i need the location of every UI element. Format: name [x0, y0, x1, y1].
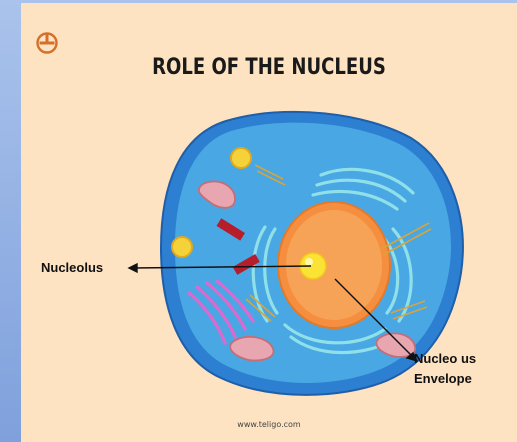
label-envelope-line2: Envelope — [414, 369, 472, 388]
vesicle-1 — [231, 148, 251, 168]
poster: ROLE OF THE NUCLEUS — [21, 3, 517, 442]
label-envelope-line1: Nucleo us — [414, 349, 476, 368]
vesicle-2 — [172, 237, 192, 257]
footer-url: www.teligo.com — [21, 420, 517, 429]
label-nucleolus: Nucleolus — [41, 258, 103, 277]
